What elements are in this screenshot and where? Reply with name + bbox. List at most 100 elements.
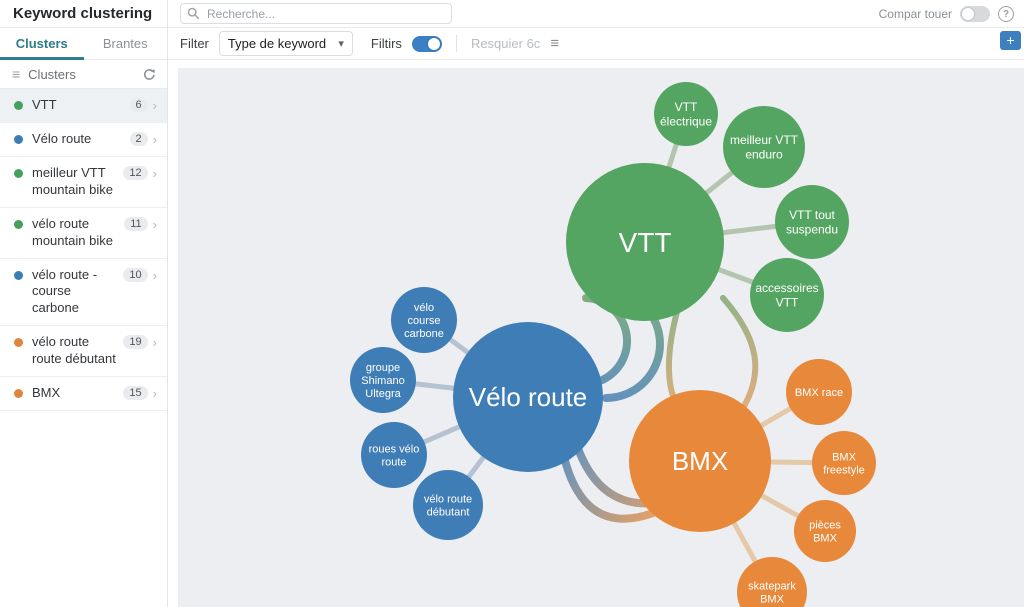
compare-toggle[interactable] xyxy=(960,6,990,22)
filter-label: Filter xyxy=(180,36,209,51)
cluster-count-badge: 12 xyxy=(123,166,148,180)
cluster-list-item[interactable]: Vélo route 2 › xyxy=(0,123,167,157)
refresh-icon[interactable] xyxy=(142,68,155,81)
cluster-count-badge: 11 xyxy=(124,216,148,231)
search-icon xyxy=(187,7,200,20)
chevron-right-icon: › xyxy=(152,166,157,181)
cluster-list-item[interactable]: vélo route route débutant 19 › xyxy=(0,326,167,378)
cluster-color-dot xyxy=(14,389,23,399)
divider xyxy=(455,35,457,52)
chevron-right-icon: › xyxy=(152,216,157,232)
svg-text:Vélo route: Vélo route xyxy=(469,382,588,412)
toggle-knob xyxy=(962,8,974,20)
cluster-color-dot xyxy=(14,169,23,178)
cluster-count-badge: 10 xyxy=(123,267,148,282)
cluster-list-item[interactable]: vélo route - course carbone 10 › xyxy=(0,258,167,327)
topbar: Compar touer ? xyxy=(168,0,1024,28)
cluster-list: VTT 6 › Vélo route 2 › meilleur VTT moun… xyxy=(0,89,167,412)
sidebar-tabs: Clusters Brantes xyxy=(0,28,167,60)
help-icon[interactable]: ? xyxy=(998,6,1014,22)
add-button[interactable]: + xyxy=(1000,31,1021,50)
cluster-list-item[interactable]: BMX 15 › xyxy=(0,377,167,412)
cluster-label: Vélo route xyxy=(32,131,92,146)
bubble-bmx[interactable]: BMX xyxy=(629,390,771,532)
cluster-list-item[interactable]: VTT 6 › xyxy=(0,89,167,123)
view-list-icon[interactable]: ≡ xyxy=(550,35,560,52)
list-icon: ≡ xyxy=(12,66,21,82)
cluster-list-item[interactable]: vélo route mountain bike 11 › xyxy=(0,207,167,259)
arc-vtt-bmx xyxy=(720,295,759,416)
chevron-right-icon: › xyxy=(152,335,157,351)
cluster-label: vélo route - course carbone xyxy=(32,266,98,316)
compare-toggle-label: Compar touer xyxy=(878,7,952,21)
tab-brantes[interactable]: Brantes xyxy=(102,36,148,51)
page-title: Keyword clustering xyxy=(0,0,167,28)
filters-toggle-label: Filtirs xyxy=(370,36,402,51)
bubble-velo-route[interactable]: Vélo route xyxy=(453,322,603,472)
svg-text:BMX: BMX xyxy=(672,446,728,476)
svg-text:BMX race: BMX race xyxy=(795,387,843,399)
topbar-right: Compar touer ? xyxy=(879,0,1014,28)
cluster-list-item[interactable]: meilleur VTT mountain bike 12 › xyxy=(0,157,167,208)
cluster-count-badge: 19 xyxy=(123,335,148,350)
cluster-color-dot xyxy=(14,219,23,229)
keyword-type-value: Type de keyword xyxy=(227,36,327,51)
cluster-label: vélo route mountain bike xyxy=(32,215,113,248)
cluster-label: vélo route route débutant xyxy=(32,334,116,367)
filters-toggle[interactable] xyxy=(411,35,442,52)
cluster-count-badge: 6 xyxy=(129,98,148,112)
chevron-right-icon: › xyxy=(152,98,157,113)
chevron-right-icon: › xyxy=(152,386,157,402)
cluster-list-header: ≡ Clusters xyxy=(0,60,167,89)
filter-toolbar: Filter Type de keyword ▾ Filtirs Resquie… xyxy=(168,28,1024,60)
search-input[interactable] xyxy=(180,3,452,24)
svg-text:VTT: VTT xyxy=(619,227,672,258)
bubble-vtt[interactable]: VTT xyxy=(566,163,724,321)
cluster-count-badge: 2 xyxy=(129,132,148,146)
cluster-color-dot xyxy=(14,270,23,280)
keyword-type-dropdown[interactable]: Type de keyword ▾ xyxy=(218,31,353,56)
search-box xyxy=(180,3,452,24)
cluster-color-dot xyxy=(14,135,23,144)
cluster-color-dot xyxy=(14,338,23,348)
secondary-muted-label: Resquier 6c xyxy=(470,36,541,51)
cluster-list-header-label: Clusters xyxy=(28,66,76,82)
sidebar: Keyword clustering Clusters Brantes ≡ Clu… xyxy=(0,0,168,607)
toggle-knob xyxy=(427,37,440,50)
cluster-label: meilleur VTT mountain bike xyxy=(32,165,113,197)
chevron-right-icon: › xyxy=(152,132,157,147)
cluster-count-badge: 15 xyxy=(123,386,148,401)
bubble-bmx-race[interactable]: BMX race xyxy=(786,359,852,425)
tab-clusters[interactable]: Clusters xyxy=(0,28,84,60)
chevron-right-icon: › xyxy=(152,267,157,283)
cluster-label: VTT xyxy=(32,97,57,112)
arc-velo-route-bmx xyxy=(559,449,657,523)
cluster-label: BMX xyxy=(32,385,61,401)
